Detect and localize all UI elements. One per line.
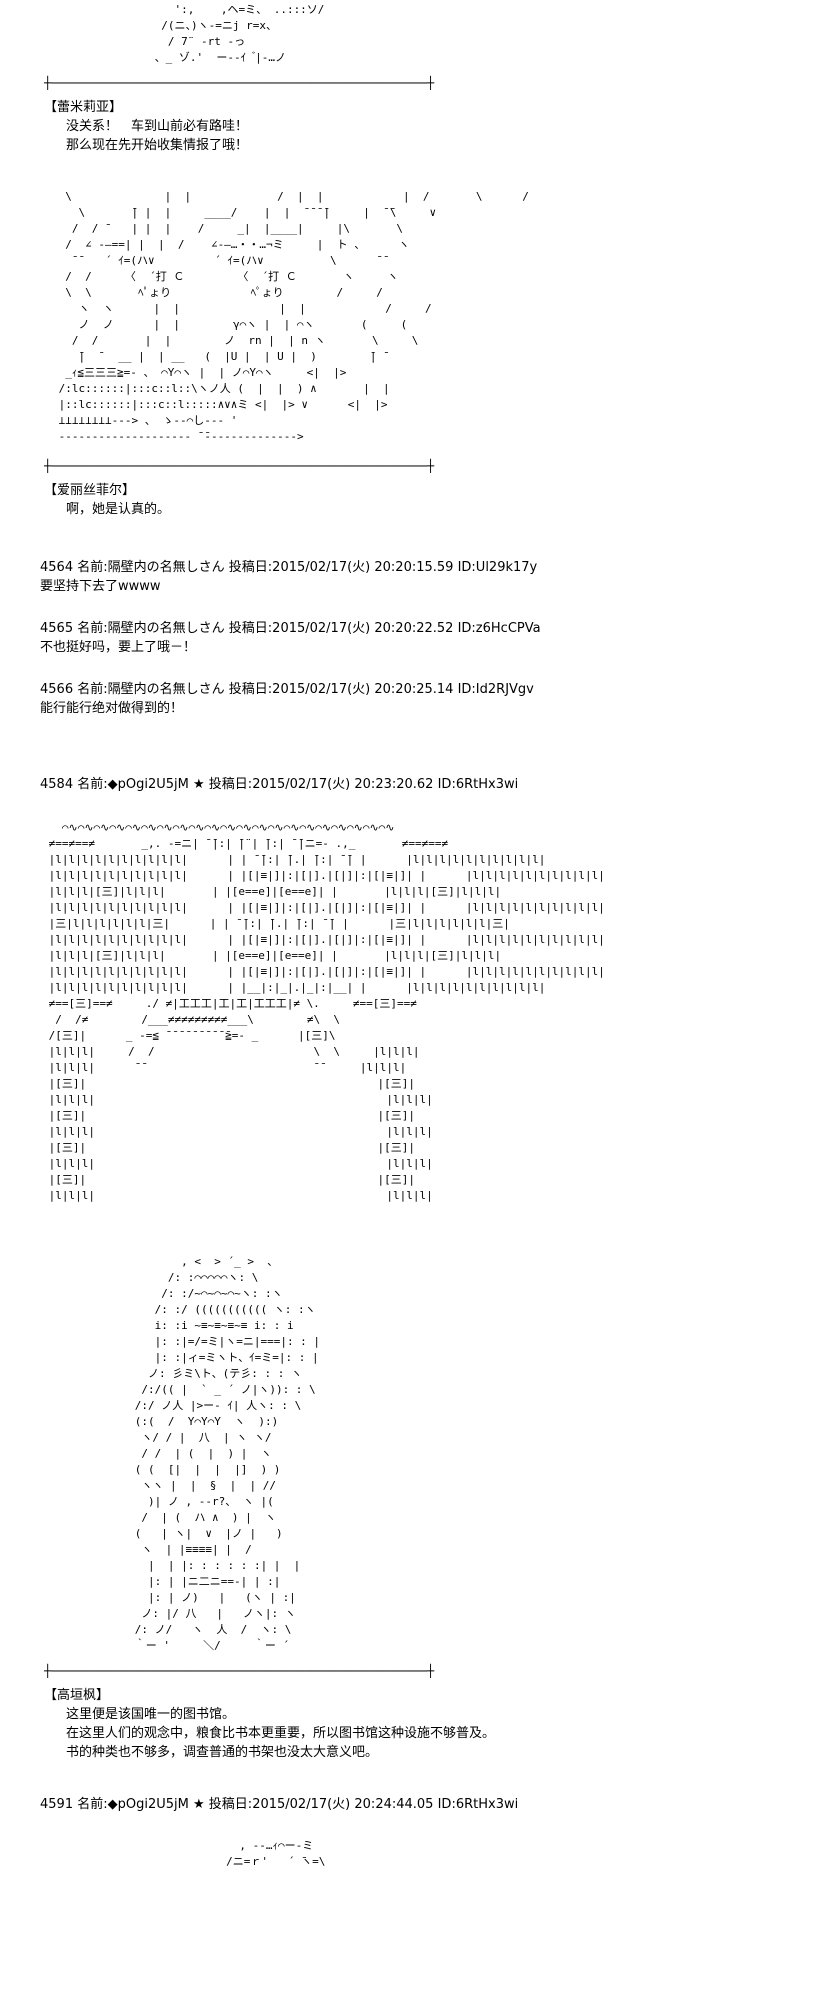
dialogue-block-kaede: 【高垣枫】 这里便是该国唯一的图书馆。 在这里人们的观念中，粮食比书本更重要，所… <box>44 1686 832 1762</box>
post-4584: 4584 名前:◆pOgi2U5jM ★ 投稿日:2015/02/17(火) 2… <box>40 776 832 794</box>
post-body: 能行能行绝对做得到的！ <box>40 701 184 716</box>
post-header: 4584 名前:◆pOgi2U5jM ★ 投稿日:2015/02/17(火) 2… <box>40 776 832 794</box>
post-body: 要坚持下去了wwww <box>40 579 161 594</box>
ascii-art-top-fragment: ':, ,ヘ=ミ、 ..:::ソ/ /(ニ、)ヽ-=ニj r=x、 / 7¨ -… <box>154 3 325 64</box>
post-id: ID:z6HcCPVa <box>457 621 541 636</box>
post-author: 隔壁内の名無しさん <box>107 621 225 636</box>
post-header: 4565 名前:隔壁内の名無しさん 投稿日:2015/02/17(火) 20:2… <box>40 620 832 638</box>
post-author: ◆pOgi2U5jM ★ <box>107 777 205 792</box>
dialogue-block-remilia: 【蕾米莉亚】 没关系！ 车到山前必有路哇！ 那么现在先开始收集情报了哦！ <box>44 98 832 155</box>
post-header: 4566 名前:隔壁内の名無しさん 投稿日:2015/02/17(火) 20:2… <box>40 681 832 699</box>
post-header: 4564 名前:隔壁内の名無しさん 投稿日:2015/02/17(火) 20:2… <box>40 559 832 577</box>
post-datetime: 2015/02/17(火) 20:20:15.59 <box>272 560 454 575</box>
speaker-name: 【高垣枫】 <box>44 1688 110 1703</box>
post-name-label: 名前: <box>77 682 108 697</box>
scene-divider: ┼───────────────────────────────────────… <box>44 76 435 90</box>
post-name-label: 名前: <box>77 1797 108 1812</box>
post-4565: 4565 名前:隔壁内の名無しさん 投稿日:2015/02/17(火) 20:2… <box>40 620 832 657</box>
post-number: 4564 <box>40 560 74 575</box>
post-name-label: 名前: <box>77 777 108 792</box>
post-datetime: 2015/02/17(火) 20:20:22.52 <box>272 621 454 636</box>
post-date-label: 投稿日: <box>208 777 253 792</box>
thread-page: ':, ,ヘ=ミ、 ..:::ソ/ /(ニ、)ヽ-=ニj r=x、 / 7¨ -… <box>40 3 832 1868</box>
post-number: 4584 <box>40 777 74 792</box>
post-number: 4565 <box>40 621 74 636</box>
post-date-label: 投稿日: <box>228 560 273 575</box>
post-body: 不也挺好吗，要上了哦－！ <box>40 640 197 655</box>
post-datetime: 2015/02/17(火) 20:24:44.05 <box>252 1797 434 1812</box>
post-number: 4591 <box>40 1797 74 1812</box>
post-id: ID:Id2RJVgv <box>457 682 534 697</box>
post-4591: 4591 名前:◆pOgi2U5jM ★ 投稿日:2015/02/17(火) 2… <box>40 1796 832 1814</box>
ascii-art-kaede-character: , < > ´_ > 、 /: :⌒⌒⌒⌒⌒ヽ: \ /: :/~⌒~⌒~⌒~ヽ… <box>134 1255 321 1652</box>
scene-divider: ┼───────────────────────────────────────… <box>44 1664 435 1678</box>
post-author: 隔壁内の名無しさん <box>107 560 225 575</box>
post-datetime: 2015/02/17(火) 20:23:20.62 <box>252 777 434 792</box>
ascii-art-library-building: ⌒∿⌒∿⌒∿⌒∿⌒∿⌒∿⌒∿⌒∿⌒∿⌒∿⌒∿⌒∿⌒∿⌒∿⌒∿⌒∿⌒∿⌒∿⌒∿⌒∿… <box>48 821 605 1202</box>
speaker-name: 【爱丽丝菲尔】 <box>44 483 136 498</box>
post-header: 4591 名前:◆pOgi2U5jM ★ 投稿日:2015/02/17(火) 2… <box>40 1796 832 1814</box>
post-date-label: 投稿日: <box>228 621 273 636</box>
scene-divider: ┼───────────────────────────────────────… <box>44 459 435 473</box>
post-id: ID:6RtHx3wi <box>437 1797 519 1812</box>
post-author: ◆pOgi2U5jM ★ <box>107 1797 205 1812</box>
speaker-name: 【蕾米莉亚】 <box>44 100 123 115</box>
dialogue-lines: 啊，她是认真的。 <box>66 502 171 517</box>
post-name-label: 名前: <box>77 560 108 575</box>
dialogue-block-irisviel: 【爱丽丝菲尔】 啊，她是认真的。 <box>44 481 832 519</box>
post-id: ID:6RtHx3wi <box>437 777 519 792</box>
post-id: ID:Ul29k17y <box>457 560 538 575</box>
post-date-label: 投稿日: <box>228 682 273 697</box>
post-datetime: 2015/02/17(火) 20:20:25.14 <box>272 682 454 697</box>
post-date-label: 投稿日: <box>208 1797 253 1812</box>
post-author: 隔壁内の名無しさん <box>107 682 225 697</box>
dialogue-lines: 没关系！ 车到山前必有路哇！ 那么现在先开始收集情报了哦！ <box>66 119 249 153</box>
post-4564: 4564 名前:隔壁内の名無しさん 投稿日:2015/02/17(火) 20:2… <box>40 559 832 596</box>
dialogue-lines: 这里便是该国唯一的图书馆。 在这里人们的观念中，粮食比书本更重要，所以图书馆这种… <box>66 1707 496 1760</box>
post-4566: 4566 名前:隔壁内の名無しさん 投稿日:2015/02/17(火) 20:2… <box>40 681 832 718</box>
ascii-art-remilia-scene: \ | | / | | | / \ / \ ̄| | | ____/ | | ̄… <box>58 190 529 443</box>
post-number: 4566 <box>40 682 74 697</box>
post-name-label: 名前: <box>77 621 108 636</box>
ascii-art-bottom-fragment: , -‐…ｨ⌒ー-ミ /ニ=ｒ' ´ ̄ヽ=\ <box>226 1839 326 1868</box>
